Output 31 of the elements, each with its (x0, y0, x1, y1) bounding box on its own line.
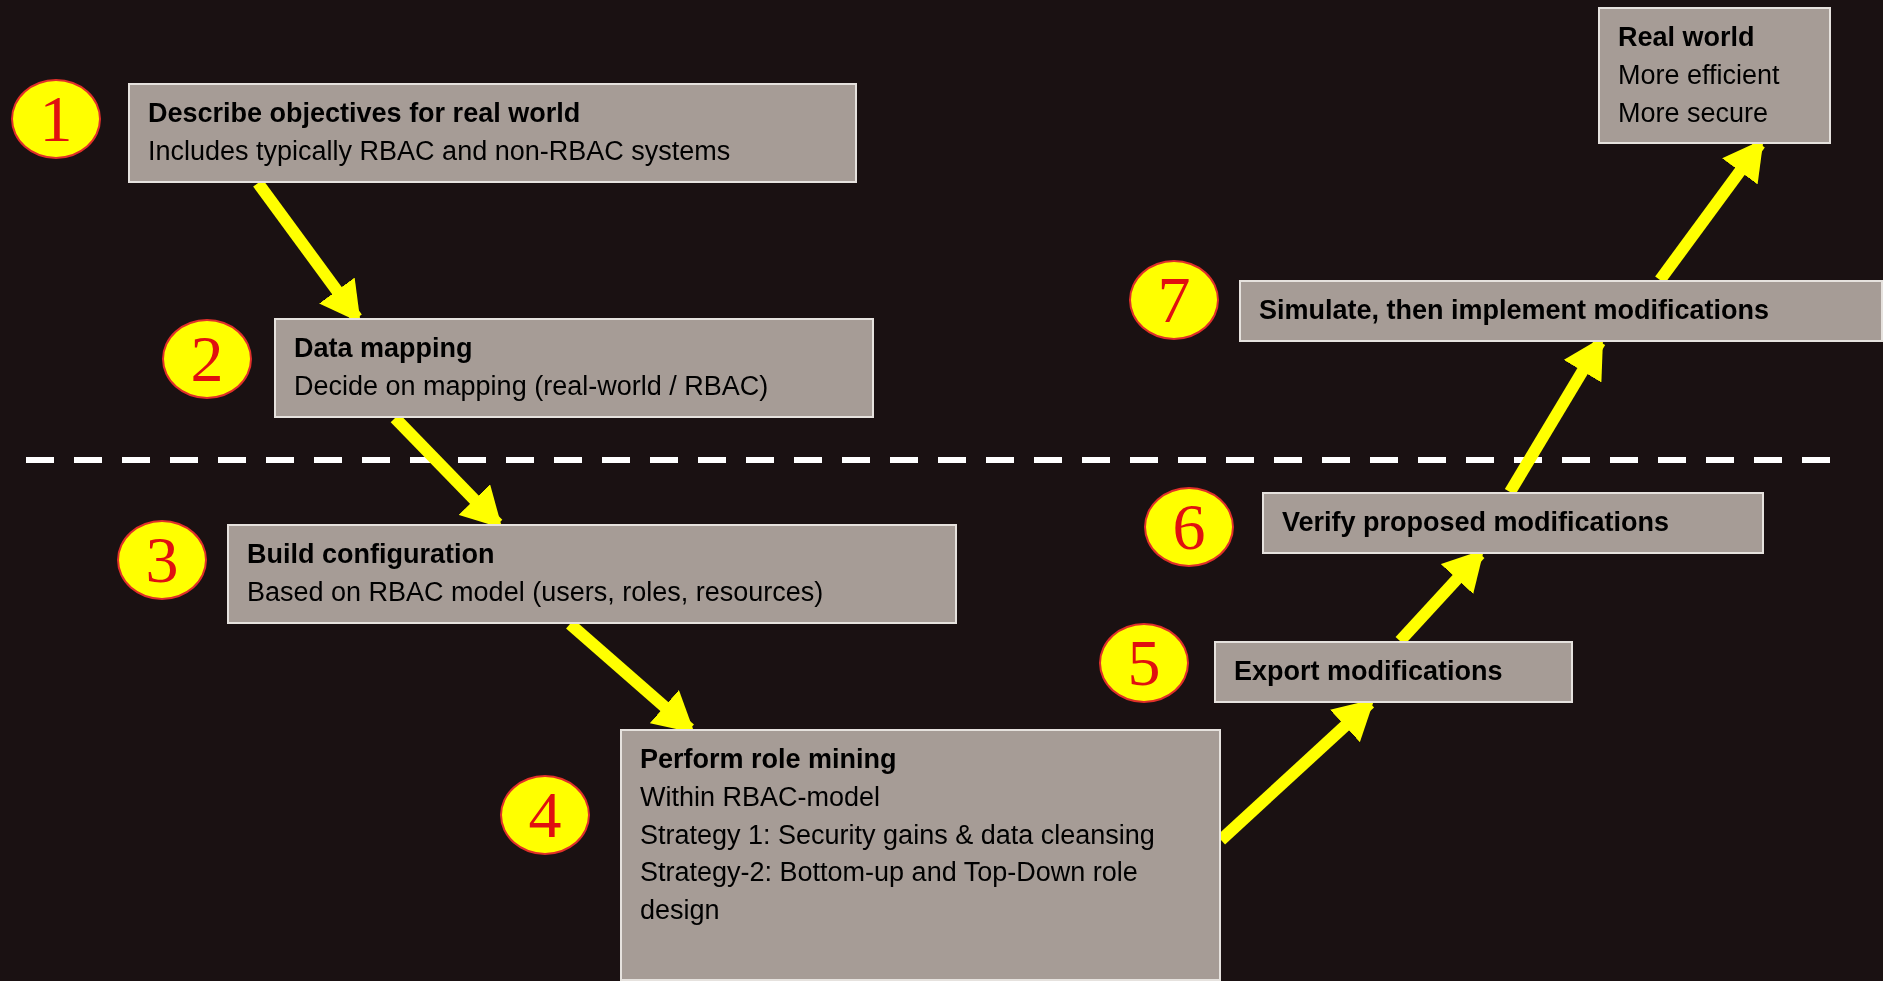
step-title: Data mapping (294, 332, 474, 365)
step-box (128, 83, 857, 183)
step-description: Based on RBAC model (users, roles, resources) (247, 575, 825, 609)
number-badge: 5 (1099, 623, 1189, 703)
step-description: More efficient (1618, 58, 1781, 92)
step-description: Strategy 1: Security gains & data cleansing (640, 818, 1156, 852)
number-badge: 3 (117, 520, 207, 600)
step-description: More secure (1618, 96, 1770, 130)
step-description: Within RBAC-model (640, 780, 882, 814)
step-title: Describe objectives for real world (148, 97, 582, 130)
step-box (1262, 492, 1764, 554)
number-badge: 6 (1144, 487, 1234, 567)
step-description: Strategy-2: Bottom-up and Top-Down role design (640, 856, 1139, 928)
step-title: Build configuration (247, 538, 496, 571)
step-box (274, 318, 874, 418)
number-badge: 4 (500, 775, 590, 855)
step-box (227, 524, 957, 624)
step-title: Simulate, then implement modifications (1259, 294, 1771, 327)
step-box (620, 729, 1221, 981)
step-title: Verify proposed modifications (1282, 506, 1671, 539)
step-box (1239, 280, 1883, 342)
step-title: Perform role mining (640, 743, 898, 776)
step-box (1214, 641, 1573, 703)
step-description: Decide on mapping (real-world / RBAC) (294, 369, 770, 403)
number-badge: 2 (162, 319, 252, 399)
step-title: Export modifications (1234, 655, 1504, 688)
step-description: Includes typically RBAC and non-RBAC systems (148, 134, 732, 168)
number-badge: 1 (11, 79, 101, 159)
step-box (1598, 7, 1831, 145)
number-badge: 7 (1129, 260, 1219, 340)
step-title: Real world (1618, 21, 1756, 54)
